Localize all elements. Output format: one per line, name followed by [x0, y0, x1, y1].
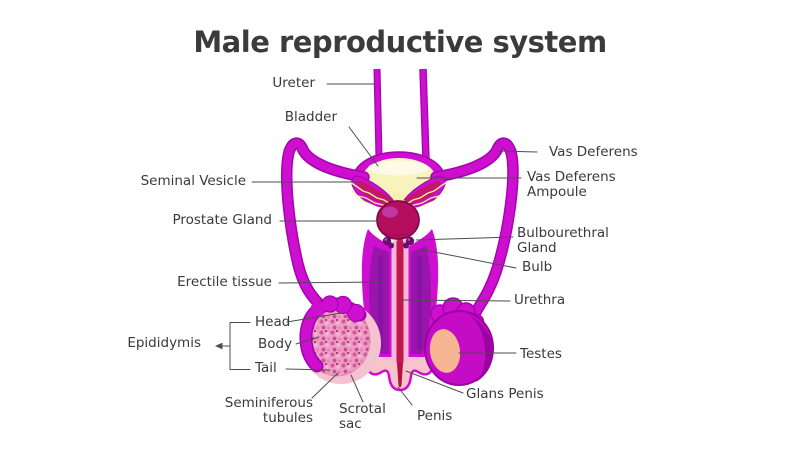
leader-tail: [285, 368, 331, 371]
leader-bladder: [348, 126, 379, 167]
label-vas-deferens-ampoule: Vas Deferens Ampoule: [527, 169, 616, 200]
label-bladder: Bladder: [284, 109, 337, 125]
label-glans-penis: Glans Penis: [466, 386, 544, 402]
leader-seminiferous: [311, 372, 339, 399]
label-testes: Testes: [520, 346, 562, 362]
label-epididymis-head: Head: [255, 314, 291, 330]
vas-deferens-left: [280, 137, 370, 321]
leader-scrotal-sac: [350, 374, 364, 403]
label-epididymis-body: Body: [258, 336, 293, 352]
label-scrotal-sac: Scrotal sac: [339, 401, 386, 432]
leader-head: [286, 312, 342, 323]
label-penis: Penis: [417, 408, 453, 424]
label-epididymis-tail: Tail: [255, 360, 277, 376]
penis-shaft: [361, 229, 439, 388]
leader-bulb: [418, 248, 517, 269]
epididymis-bracket: [229, 322, 251, 370]
page-title: Male reproductive system: [193, 25, 607, 59]
leader-vas-deferens: [496, 150, 538, 153]
label-seminiferous-tubules: Seminiferous tubules: [224, 395, 313, 426]
label-vas-deferens: Vas Deferens: [549, 144, 638, 160]
leader-lines: [220, 83, 538, 406]
leader-glans: [405, 370, 464, 394]
label-bulb: Bulb: [522, 259, 553, 275]
right-testis: [424, 297, 494, 386]
vas-deferens-right: [430, 137, 519, 324]
leader-bulbourethral: [415, 236, 514, 241]
bulbourethral-glands: [382, 236, 415, 249]
leader-body: [295, 336, 320, 345]
prostate-shape: [376, 200, 420, 240]
leader-erectile-tissue: [278, 281, 385, 284]
label-ureter: Ureter: [272, 75, 315, 91]
left-testis: [299, 295, 381, 384]
label-epididymis: Epididymis: [127, 335, 201, 351]
label-seminal-vesicle: Seminal Vesicle: [140, 173, 246, 189]
leader-urethra: [401, 299, 511, 302]
label-urethra: Urethra: [514, 292, 566, 308]
label-bulbourethral-gland: Bulbourethral Gland: [517, 225, 609, 256]
epididymis-shape: [299, 295, 367, 373]
ureters: [373, 68, 430, 161]
leader-penis: [397, 386, 413, 406]
label-prostate-gland: Prostate Gland: [172, 212, 272, 228]
label-erectile-tissue: Erectile tissue: [177, 274, 272, 290]
epididymis-arrow-icon: [215, 342, 223, 350]
